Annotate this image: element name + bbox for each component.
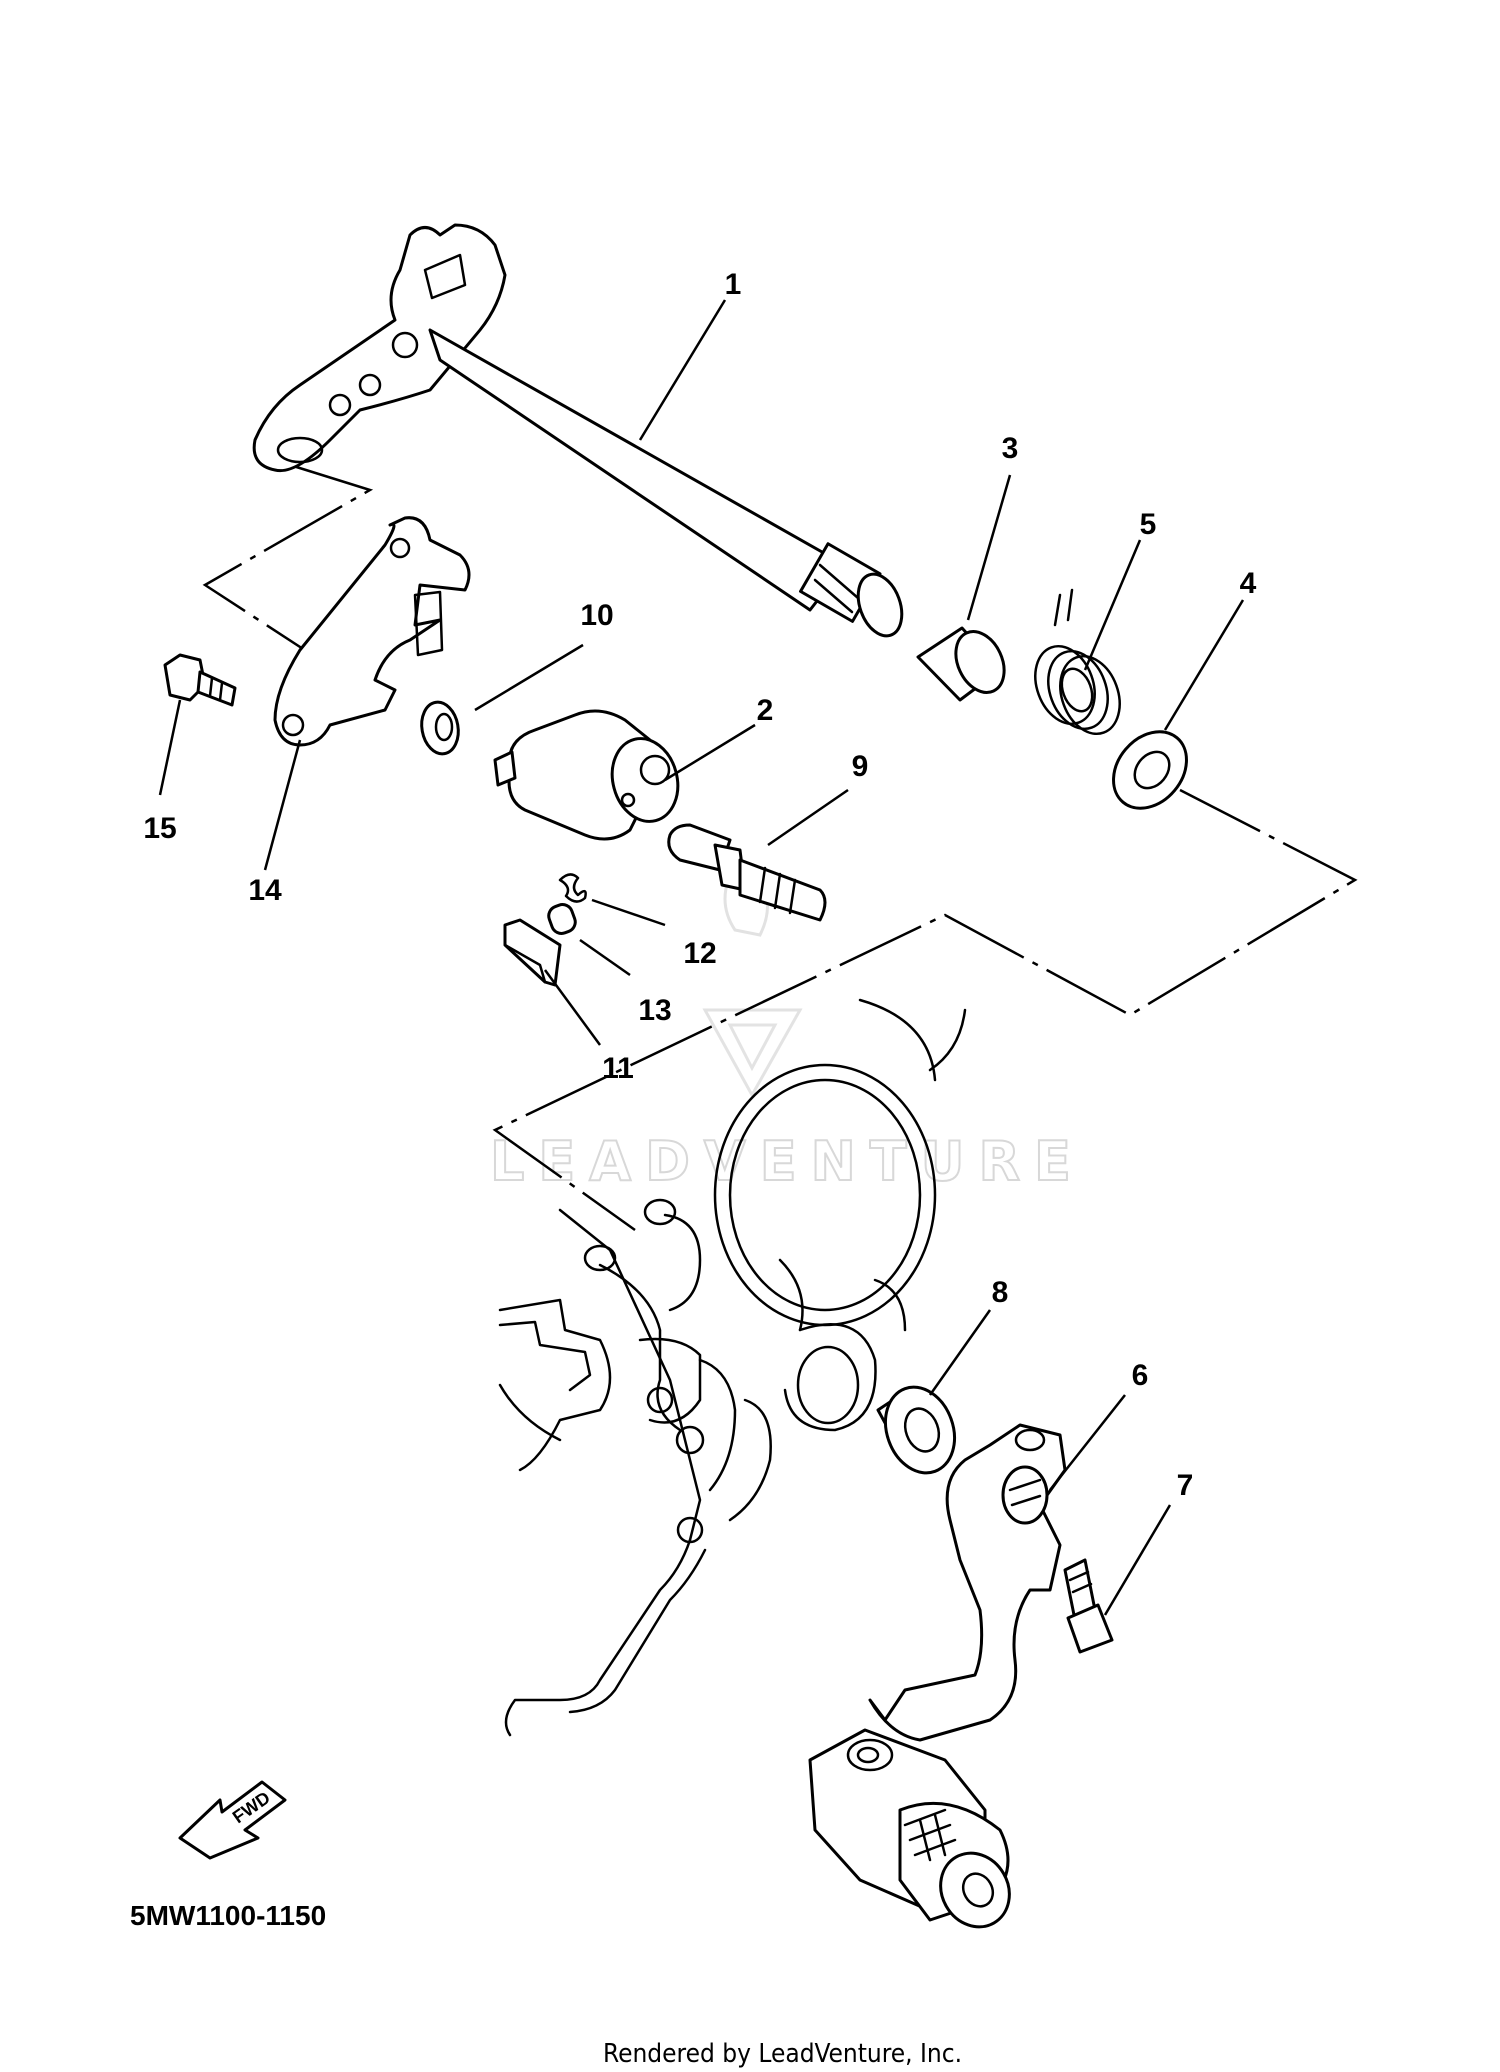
callout-3: 3 bbox=[1002, 432, 1019, 465]
callout-12: 12 bbox=[683, 937, 716, 970]
callout-6: 6 bbox=[1132, 1359, 1149, 1392]
shift-shaft-part-1 bbox=[252, 223, 904, 638]
torsion-spring-part-5 bbox=[1034, 588, 1121, 736]
fwd-arrow-icon: FWD bbox=[178, 1780, 287, 1860]
bolt-part-15 bbox=[163, 653, 237, 707]
spring-part-12 bbox=[558, 873, 587, 903]
callout-1: 1 bbox=[725, 268, 742, 301]
watermark-text: LEADVENTURE bbox=[490, 1130, 1085, 1193]
callout-11: 11 bbox=[602, 1052, 634, 1085]
pedal-bolt-part-7 bbox=[1063, 1558, 1114, 1654]
callout-leaders bbox=[158, 299, 1245, 1616]
stopper-bolt-part-9 bbox=[667, 823, 827, 922]
rendered-credit: Rendered by LeadVenture, Inc. bbox=[603, 2039, 962, 2069]
assembly-guide-lines bbox=[202, 463, 1358, 1232]
callout-8: 8 bbox=[992, 1276, 1009, 1309]
callout-5: 5 bbox=[1140, 508, 1157, 541]
callout-9: 9 bbox=[852, 750, 869, 783]
callout-7: 7 bbox=[1177, 1469, 1194, 1502]
callout-10: 10 bbox=[580, 599, 613, 632]
oil-seal-part-8 bbox=[876, 1385, 956, 1475]
washer-part-4 bbox=[1112, 730, 1188, 810]
diagram-code: 5MW1100-1150 bbox=[130, 1900, 326, 1931]
roller-part-11 bbox=[503, 918, 562, 987]
callout-4: 4 bbox=[1240, 567, 1257, 600]
shift-guide-plate-part-14 bbox=[273, 516, 471, 747]
callout-15: 15 bbox=[143, 812, 176, 845]
shift-pedal-part-6 bbox=[808, 1423, 1067, 1929]
washer-part-10 bbox=[420, 700, 460, 756]
shift-lever-part-2 bbox=[493, 709, 680, 841]
callout-13: 13 bbox=[638, 994, 671, 1027]
collar-part-3 bbox=[916, 626, 1006, 702]
callout-2: 2 bbox=[757, 694, 774, 727]
callout-14: 14 bbox=[248, 874, 282, 907]
pin-part-13 bbox=[547, 903, 577, 935]
callout-labels: 1 2 3 4 5 6 7 8 9 10 11 12 13 14 15 bbox=[143, 268, 1256, 1502]
crankcase-outline bbox=[498, 998, 967, 1737]
